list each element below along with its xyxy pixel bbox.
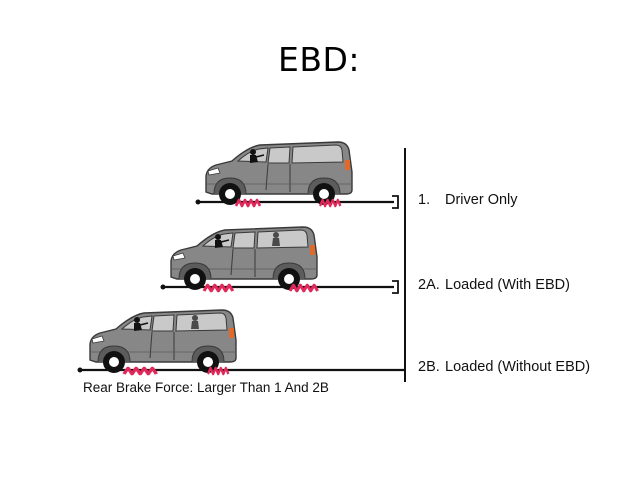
scenario-label: Driver Only: [445, 192, 518, 208]
scenario-loaded-with-ebd: 2A. Loaded (With EBD): [160, 226, 570, 294]
rear-brake-force-caption: Rear Brake Force: Larger Than 1 And 2B: [83, 380, 329, 395]
scenario-loaded-without-ebd: 2B. Loaded (Without EBD): [77, 309, 590, 376]
van-icon: [205, 141, 353, 206]
van-icon: [89, 309, 237, 374]
scenario-number: 2B.: [418, 359, 440, 375]
passenger-figure-icon: [272, 232, 280, 246]
passenger-figure-icon: [191, 315, 199, 329]
scenario-label: Loaded (Without EBD): [445, 359, 590, 375]
scenario-driver-only: 1. Driver Only: [195, 141, 518, 209]
scenario-number: 1.: [418, 192, 430, 208]
scenario-label: Loaded (With EBD): [445, 277, 570, 293]
van-icon: [170, 226, 318, 291]
slide-title: EBD:: [277, 40, 361, 79]
scenario-number: 2A.: [418, 277, 440, 293]
